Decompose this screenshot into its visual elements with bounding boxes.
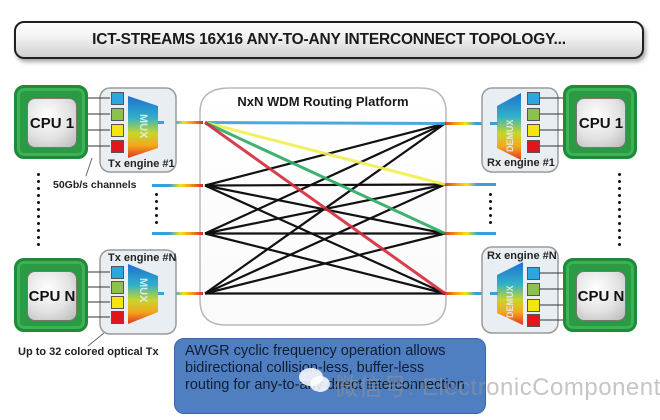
tx-engine-1-mux	[128, 96, 158, 158]
route-tx2-rx2	[204, 183, 446, 187]
txn-channel-red	[111, 311, 124, 324]
route-tx1-rx1	[204, 121, 446, 125]
rx-engine-n-label: Rx engine #N	[487, 250, 557, 262]
tx-engine-n-mux	[128, 264, 158, 324]
rx1-channel-green	[527, 108, 540, 121]
note-line-2: bidirectional collision-less, buffer-les…	[185, 360, 425, 376]
rx-engine-n-demux	[497, 262, 523, 325]
rxn-channel-green	[527, 283, 540, 296]
tx-cpu-ellipsis	[37, 173, 41, 250]
tx1-channel-blue	[111, 92, 124, 105]
watermark-text: 微信号: ElectronicComponent	[334, 374, 660, 401]
rx-cpu-n: CPU N	[563, 258, 637, 332]
rx-engine-1-demux-label: DEMUX	[505, 119, 515, 152]
rx-cpu-1: CPU 1	[563, 85, 637, 159]
tx-fiber-ellipsis	[155, 193, 159, 228]
tx-cpu-n: CPU N	[14, 258, 88, 332]
tx-engine-1-mux-label: MUX	[137, 114, 149, 139]
tx-cpu-n-label: CPU N	[27, 271, 77, 321]
txn-channel-green	[111, 281, 124, 294]
tx-fiber-2	[152, 184, 203, 187]
rx1-channel-blue	[527, 92, 540, 105]
rx-fiber-ellipsis	[489, 193, 493, 228]
tx-cpu-1: CPU 1	[14, 85, 88, 159]
route-tx1-rx4	[204, 121, 446, 295]
tx-cpu-1-label: CPU 1	[27, 98, 77, 148]
tx-engine-n-label: Tx engine #N	[108, 252, 177, 264]
optical-tx-annotation: Up to 32 colored optical Tx	[18, 346, 159, 358]
wechat-icon	[299, 368, 330, 392]
rx-cpu-1-label: CPU 1	[576, 98, 626, 148]
tx-fiber-3	[152, 232, 203, 235]
channels-leader-line	[85, 157, 93, 177]
title-text: ICT-STREAMS 16X16 ANY-TO-ANY INTERCONNEC…	[92, 31, 566, 48]
routing-mesh	[204, 121, 446, 295]
route-tx1-rx2	[204, 121, 446, 186]
awgr-note-box: AWGR cyclic frequency operation allows b…	[174, 338, 486, 414]
rx-engine-n-demux-label: DEMUX	[505, 285, 515, 318]
route-tx1-rx3	[204, 121, 446, 235]
route-tx4-rx3	[204, 232, 446, 295]
rx-fiber-1	[443, 122, 493, 125]
routing-platform-label: NxN WDM Routing Platform	[237, 94, 408, 109]
rx-fiber-2	[443, 183, 496, 186]
rxn-channel-red	[527, 314, 540, 327]
tx-fiber-1	[160, 121, 203, 124]
rx-fiber-3	[443, 232, 496, 235]
rx-engine-1-label: Rx engine #1	[487, 157, 555, 169]
title-banner: ICT-STREAMS 16X16 ANY-TO-ANY INTERCONNEC…	[14, 21, 644, 59]
tx-engine-n-mux-label: MUX	[137, 278, 149, 303]
rx-cpu-ellipsis	[618, 173, 622, 250]
tx1-channel-green	[111, 108, 124, 121]
rx-cpu-n-label: CPU N	[576, 271, 626, 321]
rx1-channel-yellow	[527, 124, 540, 137]
tx1-channel-red	[111, 140, 124, 153]
rx-engine-1-demux	[497, 93, 521, 160]
txn-channel-yellow	[111, 296, 124, 309]
tx-engine-1-label: Tx engine #1	[108, 158, 175, 170]
optical-tx-leader-line	[87, 332, 105, 347]
tx1-channel-yellow	[111, 124, 124, 137]
rx1-channel-red	[527, 140, 540, 153]
rxn-channel-blue	[527, 267, 540, 280]
note-line-1: AWGR cyclic frequency operation allows	[185, 343, 446, 359]
tx-fiber-n	[160, 292, 203, 295]
channels-annotation: 50Gb/s channels	[53, 179, 137, 191]
rxn-channel-yellow	[527, 299, 540, 312]
route-tx4-rx2	[204, 183, 446, 295]
rx-fiber-n	[443, 292, 493, 295]
txn-channel-blue	[111, 266, 124, 279]
